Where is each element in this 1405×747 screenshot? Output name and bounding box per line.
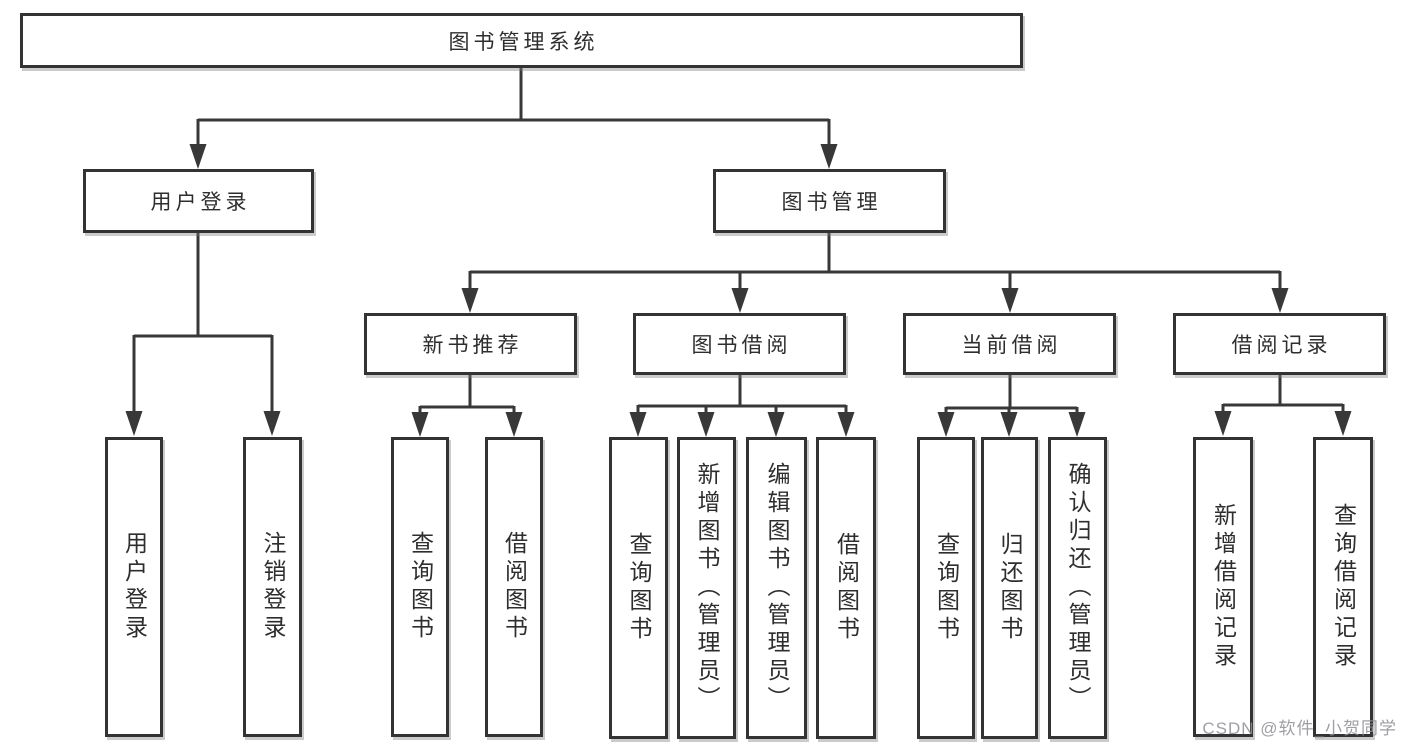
- leaf-logout-label: 注销登录: [260, 531, 286, 643]
- node-book-mgmt-label: 图书管理: [781, 191, 882, 214]
- leaf-borrow-books-label: 借阅图书: [833, 532, 860, 644]
- leaf-query-books-current-label: 查询图书: [933, 532, 960, 644]
- leaf-add-books-admin-label: 新增图书（管理员）: [694, 462, 720, 714]
- leaf-user-login: 用户登录: [105, 437, 163, 737]
- leaf-query-borrow-record-label: 查询借阅记录: [1330, 503, 1357, 671]
- leaf-query-books-borrow-label: 查询图书: [626, 532, 652, 644]
- node-user-login-label: 用户登录: [150, 191, 251, 214]
- node-book-mgmt: 图书管理: [713, 169, 946, 233]
- leaf-confirm-return-admin-label: 确认归还（管理员）: [1065, 462, 1091, 714]
- arrowheads: [125, 144, 1352, 437]
- leaf-edit-books-admin-label: 编辑图书（管理员）: [764, 462, 790, 714]
- leaf-borrow-books: 借阅图书: [816, 437, 876, 739]
- node-current-borrow: 当前借阅: [903, 313, 1116, 375]
- node-user-login: 用户登录: [83, 169, 314, 233]
- leaf-borrow-books-recommend-label: 借阅图书: [501, 531, 528, 643]
- leaf-add-borrow-record: 新增借阅记录: [1193, 437, 1253, 737]
- leaf-edit-books-admin: 编辑图书（管理员）: [746, 437, 807, 739]
- csdn-watermark: CSDN @软件_小贺同学: [1202, 719, 1397, 738]
- leaf-query-books-borrow: 查询图书: [609, 437, 668, 739]
- node-root-system: 图书管理系统: [20, 13, 1023, 68]
- leaf-user-login-label: 用户登录: [121, 531, 148, 643]
- leaf-return-books-label: 归还图书: [997, 532, 1023, 644]
- leaf-query-books-current: 查询图书: [917, 437, 975, 739]
- node-borrow-record: 借阅记录: [1173, 313, 1386, 375]
- leaf-query-borrow-record: 查询借阅记录: [1313, 437, 1373, 737]
- leaf-confirm-return-admin: 确认归还（管理员）: [1048, 437, 1107, 739]
- leaf-return-books: 归还图书: [981, 437, 1038, 739]
- leaf-borrow-books-recommend: 借阅图书: [485, 437, 543, 737]
- node-borrow-record-label: 借阅记录: [1231, 334, 1332, 357]
- node-new-book-recommend-label: 新书推荐: [422, 334, 523, 357]
- node-book-borrow: 图书借阅: [633, 313, 846, 375]
- leaf-query-books-recommend-label: 查询图书: [407, 531, 434, 643]
- node-book-borrow-label: 图书借阅: [691, 334, 792, 357]
- leaf-logout: 注销登录: [243, 437, 302, 737]
- node-root-system-label: 图书管理系统: [448, 30, 599, 54]
- leaf-add-borrow-record-label: 新增借阅记录: [1210, 503, 1237, 671]
- leaf-add-books-admin: 新增图书（管理员）: [677, 437, 736, 739]
- node-new-book-recommend: 新书推荐: [364, 313, 577, 375]
- leaf-query-books-recommend: 查询图书: [391, 437, 449, 737]
- node-current-borrow-label: 当前借阅: [961, 334, 1062, 357]
